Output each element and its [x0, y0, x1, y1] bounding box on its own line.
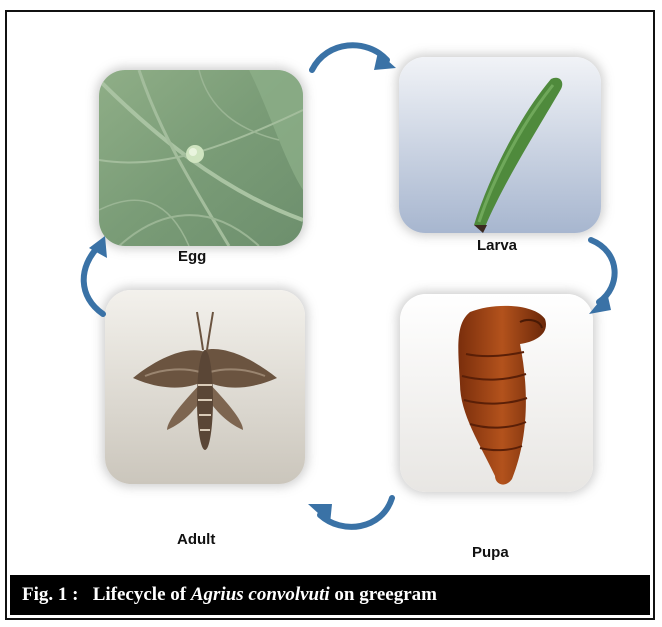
adult-moth-image: [105, 290, 305, 484]
arrow-egg-to-larva-icon: [302, 30, 402, 80]
pupa-image: [400, 294, 593, 492]
caption-species: Agrius convolvuti: [191, 584, 330, 605]
figure-frame: Egg Larva Adult Pupa Fig. 1 : Lifecycle …: [5, 10, 655, 620]
adult-photo: [105, 290, 305, 484]
arrow-pupa-to-adult-icon: [302, 490, 402, 540]
label-egg: Egg: [178, 248, 206, 265]
label-adult: Adult: [177, 531, 215, 548]
arrow-adult-to-egg-icon: [73, 232, 113, 322]
caption-prefix: Fig. 1 :: [22, 584, 78, 605]
egg-photo: [99, 70, 303, 246]
caption-text-before: Lifecycle of: [93, 584, 186, 605]
arrow-larva-to-pupa-icon: [581, 232, 631, 322]
label-pupa: Pupa: [472, 544, 509, 561]
larva-image: [399, 57, 601, 233]
egg-leaf-image: [99, 70, 303, 246]
pupa-photo: [400, 294, 593, 492]
caption-text-after: on greegram: [334, 584, 437, 605]
larva-photo: [399, 57, 601, 233]
figure-caption: Fig. 1 : Lifecycle of Agrius convolvuti …: [10, 575, 650, 615]
label-larva: Larva: [477, 237, 517, 254]
